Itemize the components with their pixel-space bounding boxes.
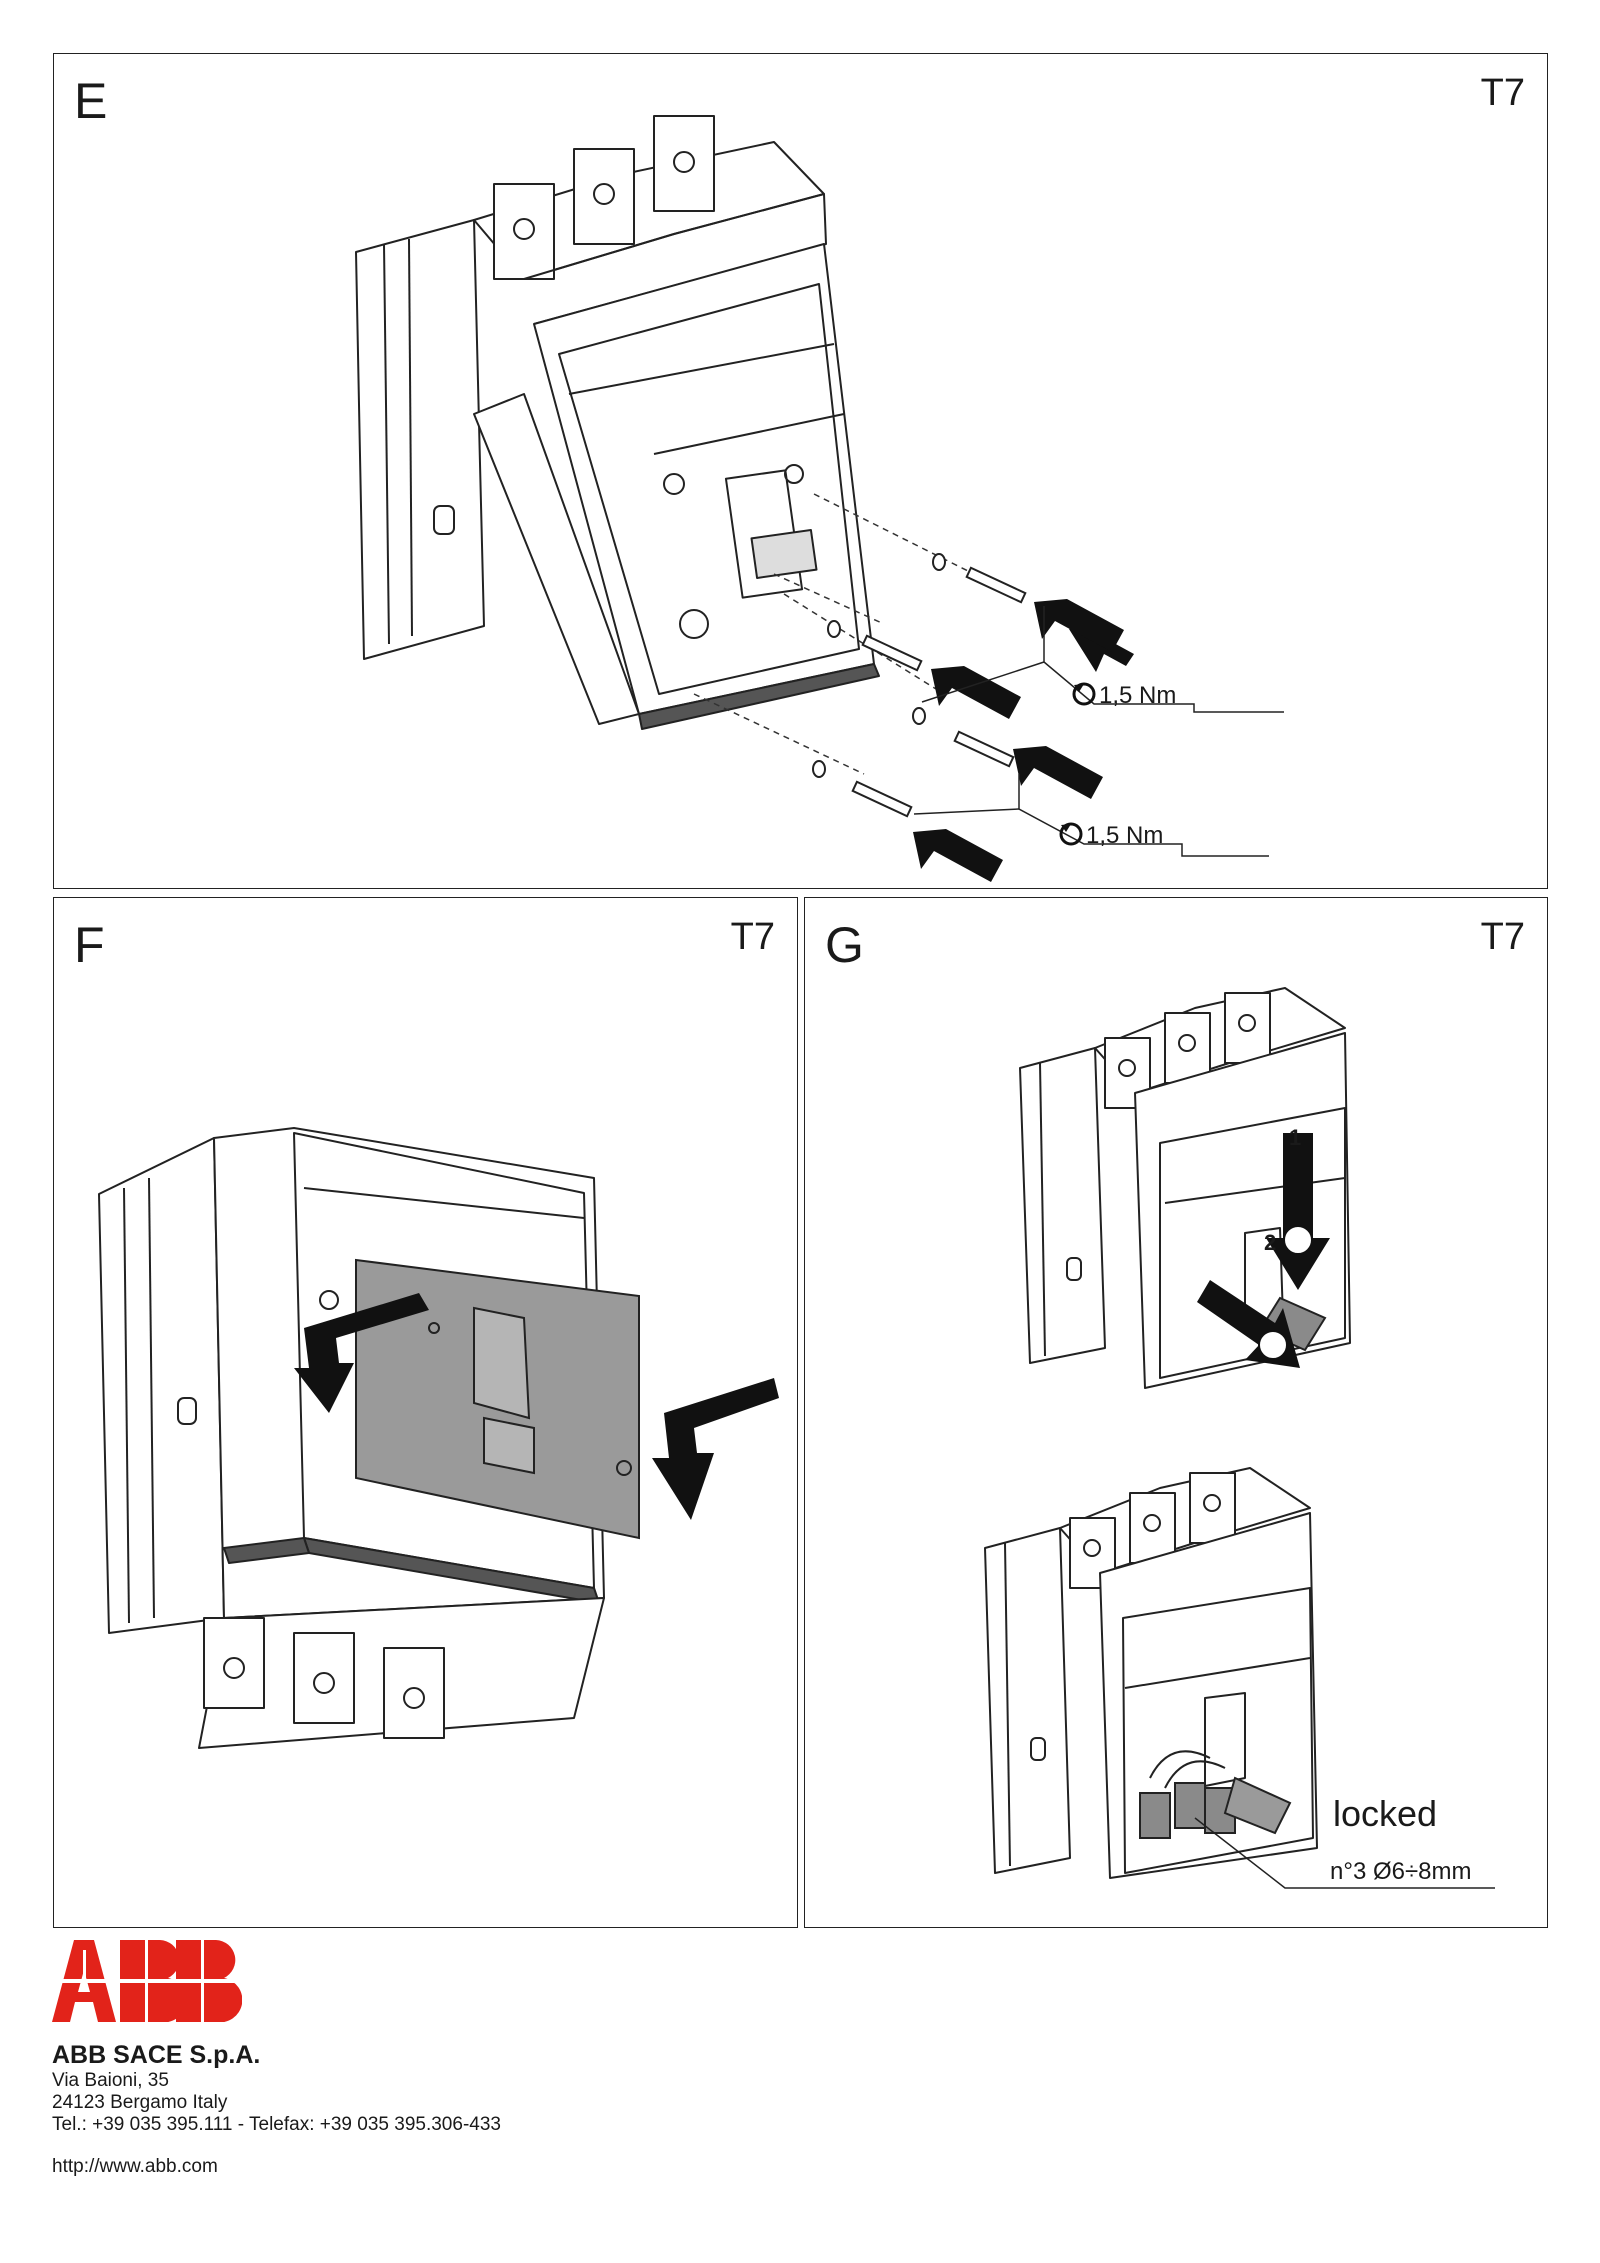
panel-e-letter: E [74, 73, 108, 129]
panel-g-model: T7 [1480, 916, 1525, 958]
step-2-label: 2 [1264, 1230, 1277, 1255]
footer: ABB SACE S.p.A. Via Baioni, 35 24123 Ber… [52, 1940, 752, 2178]
phone-fax-line: Tel.: +39 035 395.111 - Telefax: +39 035… [52, 2114, 501, 2135]
padlock-spec-label: n°3 Ø6÷8mm [1330, 1858, 1472, 1885]
panel-f-model: T7 [730, 916, 775, 958]
breaker-lock-illustration [984, 987, 1495, 1889]
website-link[interactable]: http://www.abb.com [52, 2156, 218, 2177]
torque-label-1: 1,5 Nm [1099, 682, 1177, 709]
locked-label: locked [1333, 1793, 1438, 1834]
abb-logo [52, 1940, 243, 2023]
torque-label-2: 1,5 Nm [1086, 822, 1164, 849]
panel-e: E T7 [53, 53, 1548, 889]
panel-g-letter: G [825, 917, 864, 973]
panel-e-model: T7 [1480, 72, 1525, 114]
address-line-2: 24123 Bergamo Italy [52, 2092, 228, 2113]
breaker-cover-fitting-illustration [98, 1127, 779, 1749]
breaker-front-screws-illustration [355, 115, 1284, 882]
panel-f-letter: F [74, 917, 105, 973]
panel-f: F T7 [53, 897, 798, 1928]
address-line-1: Via Baioni, 35 [52, 2070, 169, 2091]
step-1-label: 1 [1289, 1125, 1302, 1150]
panel-g: G T7 [804, 897, 1548, 1928]
company-name: ABB SACE S.p.A. [52, 2041, 261, 2069]
